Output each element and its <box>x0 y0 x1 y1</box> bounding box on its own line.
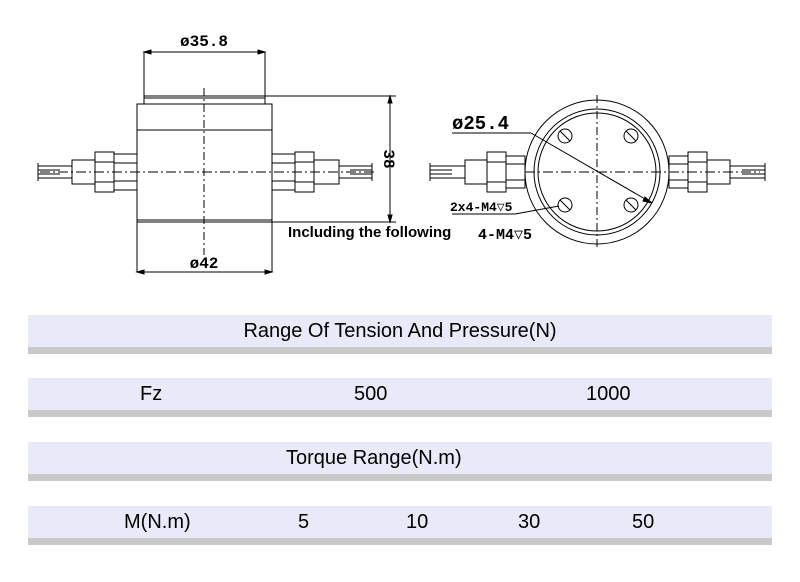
m-value: 50 <box>632 511 655 533</box>
side-view <box>37 49 396 275</box>
m-value: 10 <box>406 511 429 533</box>
m-value: 30 <box>518 511 541 533</box>
fz-value: 1000 <box>586 383 631 405</box>
fz-value: 500 <box>354 383 388 405</box>
m-row: M(N.m) 5 10 30 50 <box>28 506 772 545</box>
dim-threads-a: 2x4-M4▽5 <box>450 200 513 215</box>
fz-label: Fz <box>140 383 163 405</box>
fz-row: Fz 500 1000 <box>28 378 772 417</box>
m-label: M(N.m) <box>124 511 191 533</box>
note-text: Including the following <box>288 224 452 241</box>
m-value: 5 <box>298 511 310 533</box>
technical-drawing: ø35.8 ø42 38 ø25.4 2x4-M4▽5 4-M4▽5 <box>37 33 766 275</box>
torque-header-row: Torque Range(N.m) <box>28 442 772 481</box>
dim-inner-diameter: ø25.4 <box>452 113 509 135</box>
tension-header-row: Range Of Tension And Pressure(N) <box>28 315 772 354</box>
tension-header: Range Of Tension And Pressure(N) <box>243 320 557 342</box>
top-view <box>429 95 766 250</box>
dim-top-diameter: ø35.8 <box>180 33 228 51</box>
dim-threads-b: 4-M4▽5 <box>478 227 532 244</box>
dim-bottom-diameter: ø42 <box>190 255 219 273</box>
torque-header: Torque Range(N.m) <box>286 447 462 469</box>
dim-height: 38 <box>379 149 397 168</box>
